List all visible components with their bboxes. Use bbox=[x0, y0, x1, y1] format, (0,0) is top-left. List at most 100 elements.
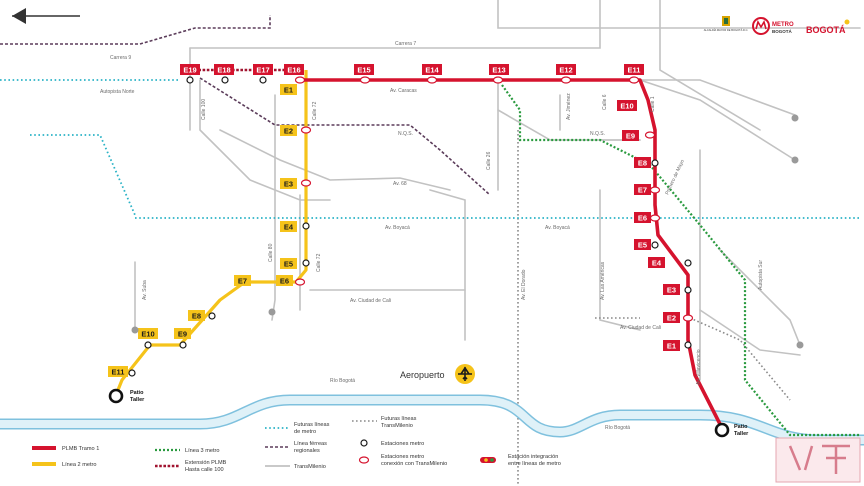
station-dot[interactable] bbox=[179, 341, 187, 349]
patio-right-label: Patio bbox=[734, 424, 748, 430]
label-autopista-norte: Autopista Norte bbox=[100, 89, 135, 95]
svg-text:E8: E8 bbox=[638, 159, 647, 168]
station-e11[interactable]: E11 bbox=[624, 64, 644, 75]
station-e14[interactable]: E14 bbox=[422, 64, 442, 75]
station-l2-e10[interactable]: E10 bbox=[138, 328, 158, 339]
station-tm-connection[interactable] bbox=[644, 131, 656, 139]
station-tm-connection[interactable] bbox=[359, 76, 371, 84]
station-dots bbox=[128, 76, 692, 377]
station-e19[interactable]: E19 bbox=[180, 64, 200, 75]
station-l2-e5[interactable]: E5 bbox=[280, 258, 297, 269]
station-e1[interactable]: E1 bbox=[663, 340, 680, 351]
station-tm-connection[interactable] bbox=[426, 76, 438, 84]
svg-text:E5: E5 bbox=[284, 260, 293, 269]
station-tm-connection[interactable] bbox=[560, 76, 572, 84]
label-calle-100: Calle 100 bbox=[201, 99, 207, 120]
svg-text:E18: E18 bbox=[217, 66, 230, 75]
station-l2-e6[interactable]: E6 bbox=[276, 275, 293, 286]
station-l2-e8[interactable]: E8 bbox=[188, 310, 205, 321]
svg-text:E1: E1 bbox=[284, 86, 293, 95]
station-l2-e3[interactable]: E3 bbox=[280, 178, 297, 189]
label-calle-72-top: Calle 72 bbox=[312, 101, 318, 120]
transmilenio-roads bbox=[134, 0, 861, 381]
station-e6[interactable]: E6 bbox=[634, 212, 651, 223]
station-l2-e1[interactable]: E1 bbox=[280, 84, 297, 95]
station-dot[interactable] bbox=[302, 259, 310, 267]
svg-text:E11: E11 bbox=[628, 66, 641, 75]
svg-text:PLMB Tramo 1: PLMB Tramo 1 bbox=[62, 446, 99, 452]
station-e17[interactable]: E17 bbox=[253, 64, 273, 75]
station-dot[interactable] bbox=[144, 341, 152, 349]
station-tm-connection[interactable] bbox=[294, 76, 306, 84]
legend-linea2: Línea 2 metro bbox=[32, 462, 97, 468]
rio-bogota bbox=[0, 394, 864, 446]
station-dot[interactable] bbox=[186, 76, 194, 84]
label-carrera-9: Carrera 9 bbox=[110, 55, 131, 61]
station-e9[interactable]: E9 bbox=[622, 130, 639, 141]
line2-station-labels: E1 E2 E3 E4 E5 E6 E7 E8 E9 E10 E11 bbox=[108, 84, 297, 377]
patio-taller-left[interactable]: Patio Taller bbox=[108, 388, 145, 404]
future-transmilenio bbox=[517, 130, 791, 486]
station-tm-connection[interactable] bbox=[300, 179, 312, 187]
legend-extension: Extensión PLMB Hasta calle 100 bbox=[155, 460, 227, 473]
svg-text:E9: E9 bbox=[626, 132, 635, 141]
label-calle-26: Calle 26 bbox=[486, 151, 492, 170]
station-e13[interactable]: E13 bbox=[489, 64, 509, 75]
station-tm-connection[interactable] bbox=[294, 278, 306, 286]
station-dot[interactable] bbox=[651, 159, 659, 167]
station-l2-e9[interactable]: E9 bbox=[174, 328, 191, 339]
station-l2-e2[interactable]: E2 bbox=[280, 125, 297, 136]
station-dot[interactable] bbox=[302, 222, 310, 230]
svg-text:E10: E10 bbox=[620, 102, 633, 111]
station-e8[interactable]: E8 bbox=[634, 157, 651, 168]
station-tm-connection[interactable] bbox=[649, 214, 661, 222]
station-dot[interactable] bbox=[128, 369, 136, 377]
logo-metro-bogota: METRO BOGOTÁ bbox=[752, 17, 794, 35]
legend-futuras-tm: Futuras líneas TransMilenio bbox=[352, 416, 417, 429]
station-tm-connection[interactable] bbox=[649, 186, 661, 194]
station-l2-e11[interactable]: E11 bbox=[108, 366, 128, 377]
station-e12[interactable]: E12 bbox=[556, 64, 576, 75]
airport[interactable]: Aeropuerto bbox=[400, 364, 475, 384]
station-tm-connection[interactable] bbox=[492, 76, 504, 84]
svg-text:E9: E9 bbox=[178, 330, 187, 339]
station-tm-connection[interactable] bbox=[300, 126, 312, 134]
station-e3[interactable]: E3 bbox=[663, 284, 680, 295]
station-e18[interactable]: E18 bbox=[214, 64, 234, 75]
legend-integracion: Estación integración entre líneas de met… bbox=[480, 454, 561, 467]
label-calle-72-bottom: Calle 72 bbox=[316, 253, 322, 272]
station-e15[interactable]: E15 bbox=[354, 64, 374, 75]
station-dot[interactable] bbox=[208, 312, 216, 320]
svg-text:Estaciones metro: Estaciones metro bbox=[381, 441, 424, 447]
svg-text:E7: E7 bbox=[238, 277, 247, 286]
label-nqs-left: N.Q.S. bbox=[398, 131, 413, 137]
station-l2-e4[interactable]: E4 bbox=[280, 221, 297, 232]
station-dot[interactable] bbox=[221, 76, 229, 84]
station-dot[interactable] bbox=[651, 241, 659, 249]
svg-text:ALCALDÍA MAYOR DE BOGOTÁ D.C.: ALCALDÍA MAYOR DE BOGOTÁ D.C. bbox=[704, 28, 749, 32]
logo-bogota: BOGOTÁ bbox=[806, 19, 850, 35]
station-e5[interactable]: E5 bbox=[634, 239, 651, 250]
svg-text:E4: E4 bbox=[652, 259, 662, 268]
station-e2[interactable]: E2 bbox=[663, 312, 680, 323]
station-tm-connection[interactable] bbox=[682, 314, 694, 322]
station-tm-connection[interactable] bbox=[628, 76, 640, 84]
depot-icon bbox=[108, 388, 124, 404]
station-e7[interactable]: E7 bbox=[634, 184, 651, 195]
station-e10[interactable]: E10 bbox=[617, 100, 637, 111]
station-dot[interactable] bbox=[684, 341, 692, 349]
station-dot[interactable] bbox=[259, 76, 267, 84]
station-e4[interactable]: E4 bbox=[648, 257, 665, 268]
station-dot[interactable] bbox=[684, 286, 692, 294]
patio-taller-right[interactable]: Patio Taller bbox=[714, 422, 749, 438]
station-l2-e7[interactable]: E7 bbox=[234, 275, 251, 286]
legend: PLMB Tramo 1 Línea 2 metro Línea 3 metro… bbox=[32, 416, 561, 473]
arrow-left-icon[interactable] bbox=[12, 8, 80, 24]
station-dot[interactable] bbox=[684, 259, 692, 267]
label-av-68: Av. 68 bbox=[393, 181, 407, 187]
svg-text:regionales: regionales bbox=[294, 448, 320, 454]
svg-text:E6: E6 bbox=[280, 277, 289, 286]
svg-text:E4: E4 bbox=[284, 223, 294, 232]
station-e16[interactable]: E16 bbox=[284, 64, 304, 75]
svg-text:E3: E3 bbox=[667, 286, 676, 295]
